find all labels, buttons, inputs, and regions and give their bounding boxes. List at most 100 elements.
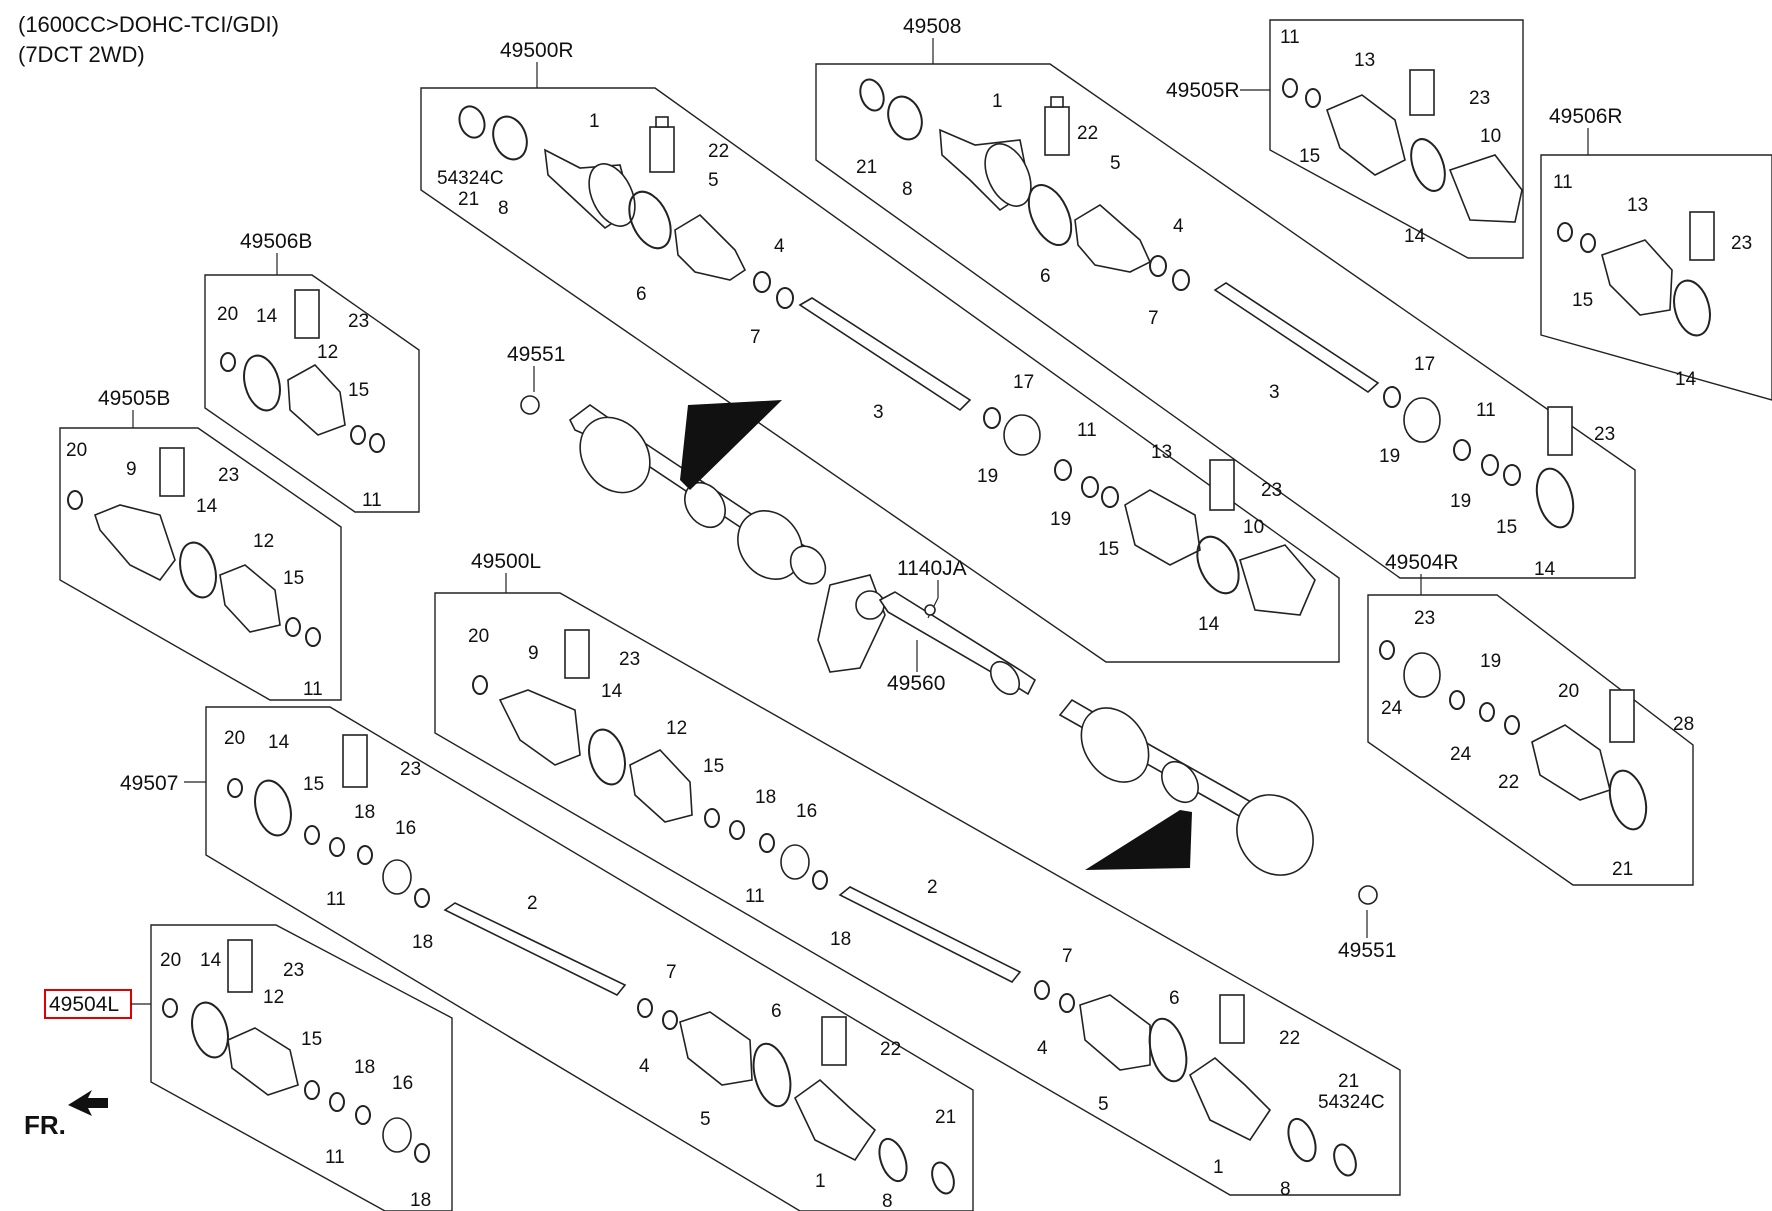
label-23-49506R: 23	[1731, 233, 1752, 254]
parts-49504L	[162, 939, 430, 1163]
parts-49507	[227, 734, 955, 1195]
parts-49508	[859, 78, 1575, 529]
label-15-49507: 15	[303, 774, 324, 795]
label-11-49504L: 11	[325, 1147, 345, 1168]
label-4-49500L: 4	[1037, 1038, 1048, 1059]
label-15-49505B: 15	[283, 568, 304, 589]
label-14-49506R: 14	[1675, 369, 1697, 390]
label-17-49500R: 17	[1013, 372, 1034, 393]
label-3-49500R: 3	[873, 402, 884, 423]
label-16-49500L: 16	[796, 801, 817, 822]
label-13-49506R: 13	[1627, 195, 1648, 216]
label-19-49500R-a: 19	[977, 466, 998, 487]
label-19-49508-a: 19	[1379, 446, 1400, 467]
label-19-49508-b: 19	[1450, 491, 1471, 512]
assembled-shaft-left	[1058, 698, 1378, 905]
label-14-49505R: 14	[1404, 226, 1426, 247]
label-14-49507: 14	[268, 732, 290, 753]
label-23-49500L: 23	[619, 649, 640, 670]
panel-49506R	[1540, 154, 1772, 401]
label-11-49507: 11	[326, 889, 346, 910]
label-9-49500L: 9	[528, 643, 539, 664]
label-6-49508: 6	[1040, 266, 1051, 287]
label-18-49507-b: 18	[412, 932, 433, 953]
label-15-49506R: 15	[1572, 290, 1593, 311]
label-20-49507: 20	[224, 728, 245, 749]
label-2-49500L: 2	[927, 877, 938, 898]
label-23-49507: 23	[400, 759, 421, 780]
label-20-49500L: 20	[468, 626, 489, 647]
label-1-49508: 1	[992, 91, 1003, 112]
group-label-49508: 49508	[903, 15, 961, 38]
label-12-49500L: 12	[666, 718, 687, 739]
label-21-49500L: 21	[1338, 1071, 1359, 1092]
label-14-49508: 14	[1534, 559, 1556, 580]
label-14-49504L: 14	[200, 950, 222, 971]
label-1-49500R: 1	[589, 111, 600, 132]
label-15-49508: 15	[1496, 517, 1517, 538]
label-5-49500L: 5	[1098, 1094, 1109, 1115]
panel-49507	[205, 706, 974, 1211]
label-18-49500L-a: 18	[755, 787, 776, 808]
label-22-49507: 22	[880, 1039, 901, 1060]
label-14-49505B: 14	[196, 496, 218, 517]
label-21-49508: 21	[856, 157, 877, 178]
label-22-49504R: 22	[1498, 772, 1519, 793]
label-15-49506B: 15	[348, 380, 369, 401]
label-10-49505R: 10	[1480, 126, 1501, 147]
label-5-49508: 5	[1110, 153, 1121, 174]
label-6-49507: 6	[771, 1001, 782, 1022]
label-22-49500R: 22	[708, 141, 729, 162]
label-7-49500L: 7	[1062, 946, 1073, 967]
group-label-49504R: 49504R	[1385, 551, 1459, 574]
label-28-49504R: 28	[1673, 714, 1694, 735]
group-label-49507: 49507	[120, 772, 178, 795]
header-transmission-spec: (7DCT 2WD)	[18, 42, 145, 67]
label-23-49508: 23	[1594, 424, 1615, 445]
label-19-49500R-b: 19	[1050, 509, 1071, 530]
label-2-49507: 2	[527, 893, 538, 914]
label-21-49507: 21	[935, 1107, 956, 1128]
parts-49500R	[458, 105, 1316, 616]
group-label-49500L: 49500L	[471, 550, 541, 573]
panel-49506B	[204, 274, 420, 513]
label-14-49500L: 14	[601, 681, 623, 702]
label-13-49505R: 13	[1354, 50, 1375, 71]
label-11-49500L: 11	[745, 886, 765, 907]
label-8-49508: 8	[902, 179, 913, 200]
parts-49506R	[1557, 211, 1715, 337]
label-15-49500L: 15	[703, 756, 724, 777]
label-15-49505R: 15	[1299, 146, 1320, 167]
label-20-49504R: 20	[1558, 681, 1579, 702]
group-label-49551-top: 49551	[507, 343, 565, 366]
front-direction-label: FR.	[24, 1110, 66, 1140]
label-4-49507: 4	[639, 1056, 650, 1077]
label-11-49506R: 11	[1553, 172, 1573, 193]
group-label-49500R: 49500R	[500, 39, 574, 62]
label-3-49508: 3	[1269, 382, 1280, 403]
label-7-49507: 7	[666, 962, 677, 983]
label-16-49504L: 16	[392, 1073, 413, 1094]
label-5-49507: 5	[700, 1109, 711, 1130]
parts-49504R	[1379, 640, 1648, 831]
label-24-49504R-b: 24	[1450, 744, 1472, 765]
label-22-49508: 22	[1077, 123, 1098, 144]
label-18-49500L-b: 18	[830, 929, 851, 950]
label-23-49500R: 23	[1261, 480, 1282, 501]
label-12-49505B: 12	[253, 531, 274, 552]
group-label-1140JA: 1140JA	[897, 557, 967, 580]
panel-49508	[815, 63, 1636, 579]
assembled-shaft-right	[520, 395, 827, 585]
label-5-49500R: 5	[708, 170, 719, 191]
panel-49500R	[420, 87, 1340, 663]
label-17-49508: 17	[1414, 354, 1435, 375]
label-13-49500R: 13	[1151, 442, 1172, 463]
label-18-49504L-b: 18	[410, 1190, 431, 1211]
label-7-49508: 7	[1148, 308, 1159, 329]
label-4-49500R: 4	[774, 236, 785, 257]
label-21-49504R: 21	[1612, 859, 1633, 880]
label-8-49500R: 8	[498, 198, 509, 219]
label-1-49500L: 1	[1213, 1157, 1224, 1178]
label-23-49505R: 23	[1469, 88, 1490, 109]
label-22-49500L: 22	[1279, 1028, 1300, 1049]
